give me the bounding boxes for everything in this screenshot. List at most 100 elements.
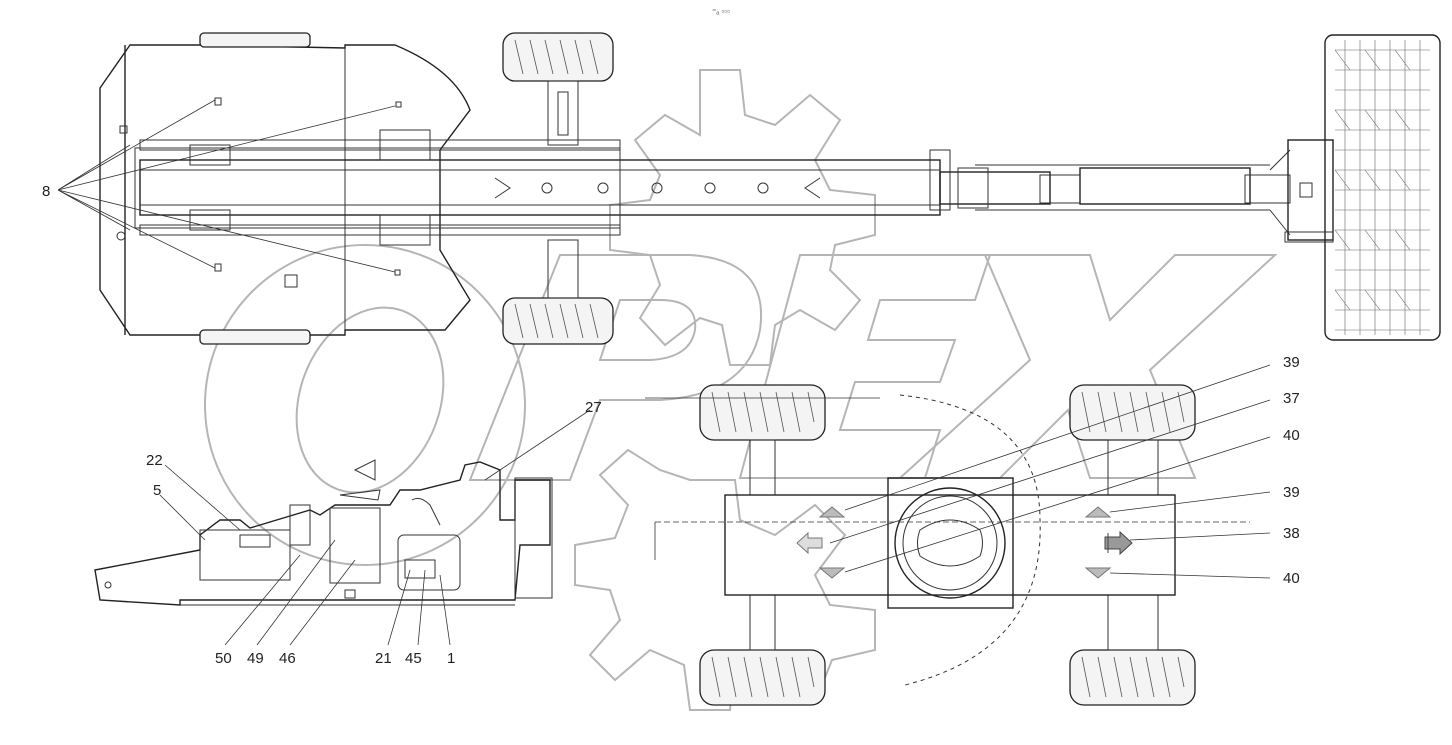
boom-pivot-frame xyxy=(134,147,621,229)
chassis-dashed-arc xyxy=(899,394,1041,686)
decal-triangle-down-left xyxy=(818,567,846,579)
engine-block xyxy=(329,507,381,584)
callout-49: 49 xyxy=(247,650,264,667)
leader-45 xyxy=(417,569,426,646)
boom-fly-edge xyxy=(975,164,1270,211)
top-view-machine xyxy=(99,32,1441,345)
watermark-letter-o xyxy=(204,244,526,566)
boom-clamp-left-lower xyxy=(379,214,431,246)
watermark-letter-p xyxy=(468,254,763,481)
slew-ring-plate xyxy=(887,477,1014,609)
callout-46: 46 xyxy=(279,650,296,667)
slew-center-opening xyxy=(917,519,983,567)
console-display xyxy=(1299,182,1313,198)
wheel-top-left-rear xyxy=(199,32,311,48)
callout-38: 38 xyxy=(1283,525,1300,542)
leader-40b xyxy=(1109,572,1271,579)
tie-down-point xyxy=(104,581,112,589)
front-axle-left xyxy=(749,439,776,496)
boom-clamp-rear-lower xyxy=(189,209,231,231)
side-decal-small xyxy=(344,589,356,599)
control-console xyxy=(1287,139,1334,241)
callout-27: 27 xyxy=(585,399,602,416)
decal-markers-top xyxy=(116,97,402,288)
watermark-cog xyxy=(609,69,876,366)
chassis-view xyxy=(645,384,1250,706)
leader-49 xyxy=(256,539,336,646)
chassis-tire-tread xyxy=(711,391,1185,698)
jib-arm xyxy=(1269,149,1291,236)
callout-39-lower: 39 xyxy=(1283,484,1300,501)
leader-39a xyxy=(844,364,1271,511)
decal-triangle-up-right xyxy=(1084,506,1112,518)
valve-block xyxy=(199,529,291,581)
wheel-bottom-left-rear xyxy=(199,329,311,345)
decal-triangle-up-left xyxy=(818,506,846,518)
callout-45: 45 xyxy=(405,650,422,667)
side-counterweight xyxy=(514,477,553,599)
callout-22: 22 xyxy=(146,452,163,469)
chassis-wheel-rear-left xyxy=(699,649,826,706)
callout-5: 5 xyxy=(153,482,161,499)
leader-38 xyxy=(1129,532,1271,541)
boom-joint-block xyxy=(957,167,989,209)
valve-label xyxy=(239,534,271,548)
slew-ring-inner xyxy=(902,495,998,591)
hydraulic-tank xyxy=(397,534,461,591)
leader-22 xyxy=(164,464,241,531)
platform-mesh xyxy=(1334,40,1430,335)
leader-27 xyxy=(484,409,591,481)
leader-5 xyxy=(159,494,206,541)
chassis-frame xyxy=(724,494,1176,596)
header-mark: ⁼ₐ ▫▫▫ xyxy=(712,7,730,16)
leader-40a xyxy=(844,436,1271,573)
leader-39b xyxy=(1109,491,1271,513)
hood-handle xyxy=(339,459,381,501)
watermark-cog-lower xyxy=(574,448,876,711)
side-body-outline xyxy=(94,461,551,606)
decal-arrow-left xyxy=(796,531,823,555)
leader-1 xyxy=(439,574,451,646)
leader-21 xyxy=(387,569,411,646)
wheel-bottom-right xyxy=(502,297,614,345)
chassis-wheel-front-right xyxy=(1069,384,1196,441)
callout-labels: 8 22 5 27 50 49 46 21 45 1 39 37 40 39 3… xyxy=(42,183,1300,667)
leader-lines xyxy=(57,99,1271,646)
leader-37 xyxy=(829,399,1271,544)
watermark-letter-e xyxy=(738,254,992,479)
slew-ring xyxy=(894,487,1006,599)
rear-axle-right xyxy=(1107,594,1159,651)
callout-40-upper: 40 xyxy=(1283,427,1300,444)
boom-hinge xyxy=(1039,174,1081,204)
callout-37: 37 xyxy=(1283,390,1300,407)
boom-clamp-left xyxy=(379,129,431,161)
leader-8 xyxy=(57,99,396,273)
boom-fly-section xyxy=(1079,167,1251,205)
side-view-machine xyxy=(94,459,553,606)
front-axle-right xyxy=(1107,439,1159,496)
callout-39-upper: 39 xyxy=(1283,354,1300,371)
callout-8: 8 xyxy=(42,183,50,200)
boom-mid-section xyxy=(939,171,1051,205)
rear-axle-left xyxy=(749,594,776,651)
console-handle xyxy=(1284,231,1334,243)
callout-21: 21 xyxy=(375,650,392,667)
decal-triangle-down-right xyxy=(1084,567,1112,579)
decal-arrow-right xyxy=(1104,530,1133,556)
boom-clamp-rear xyxy=(189,144,231,166)
boom-mid-collar xyxy=(929,149,951,211)
leader-50 xyxy=(224,554,301,646)
exhaust-pipe xyxy=(411,497,441,526)
callout-1: 1 xyxy=(447,650,455,667)
callout-40-lower: 40 xyxy=(1283,570,1300,587)
wheel-top-right xyxy=(502,32,614,82)
leader-46 xyxy=(289,559,356,646)
front-axle-top xyxy=(547,80,579,146)
chassis-wheel-front-left xyxy=(699,384,826,441)
turntable-body-outline xyxy=(99,44,471,336)
boom-holes xyxy=(494,177,821,199)
watermark-letter-x xyxy=(897,254,1278,479)
tire-tread-pattern xyxy=(514,39,599,339)
work-platform xyxy=(1324,34,1441,341)
